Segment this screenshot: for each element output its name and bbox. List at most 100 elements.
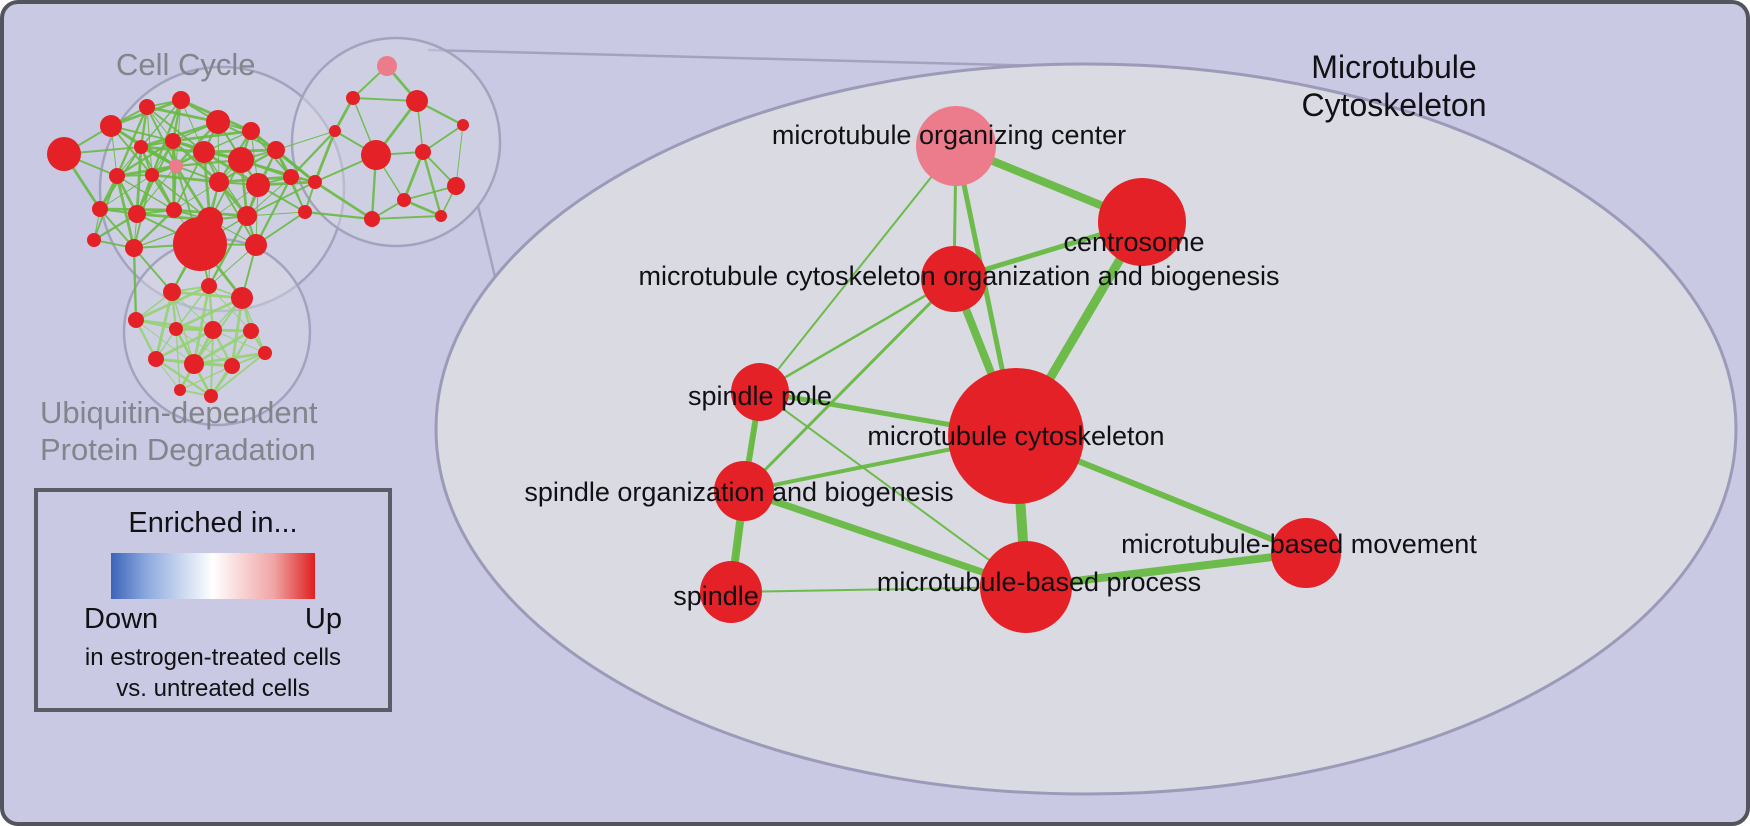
overview-edge <box>314 180 373 221</box>
overview-edge <box>193 329 252 366</box>
ubiquitin-label-line2: Protein Degradation <box>40 432 316 467</box>
detail-node-label-mcob: microtubule cytoskeleton organization an… <box>639 261 1280 291</box>
detail-node-label-mc: microtubule cytoskeleton <box>867 421 1164 451</box>
overview-node <box>204 321 222 339</box>
detail-edge-sob-mbp <box>742 487 1028 591</box>
overview-node <box>173 217 227 271</box>
detail-node-mcob <box>921 246 987 312</box>
overview-node <box>242 122 260 140</box>
overview-node <box>47 137 81 171</box>
legend-down-label: Down <box>84 603 159 635</box>
overview-node <box>231 287 253 309</box>
overview-edge <box>275 130 336 151</box>
overview-edge <box>132 247 138 321</box>
overview-node <box>243 323 259 339</box>
overview-edge <box>99 174 153 210</box>
overview-edge <box>155 328 214 361</box>
detail-title-line2: Cytoskeleton <box>1301 87 1487 123</box>
overview-edge <box>254 176 293 246</box>
detail-node-s <box>700 561 762 623</box>
detail-edge-oc-sp <box>759 145 957 393</box>
legend-gradient-bar <box>111 553 315 599</box>
overview-edge <box>207 215 249 287</box>
overview-node <box>184 354 204 374</box>
detail-node-mbp <box>980 541 1072 633</box>
overview-edge <box>246 181 316 217</box>
overview-node <box>406 90 428 112</box>
overview-node <box>258 346 272 360</box>
overview-node <box>415 144 431 160</box>
detail-node-cen <box>1098 178 1186 266</box>
overview-node <box>397 193 411 207</box>
detail-node-label-sp: spindle pole <box>688 381 832 411</box>
overview-node <box>329 125 341 137</box>
detail-node-sob <box>714 461 774 521</box>
overview-node <box>361 140 391 170</box>
overview-edge <box>146 105 219 124</box>
overview-node <box>206 110 230 134</box>
overview-edge <box>116 140 174 177</box>
overview-edge <box>133 209 175 249</box>
overview-node <box>163 283 181 301</box>
overview-node <box>201 278 217 294</box>
overview-node <box>109 168 125 184</box>
overview-edge <box>135 146 143 215</box>
overview-edge <box>175 99 182 167</box>
legend-title: Enriched in... <box>128 507 298 539</box>
overview-edge <box>171 291 214 331</box>
ubiquitin-label-line1: Ubiquitin-dependent <box>40 395 318 430</box>
detail-edge-sp-mbp <box>759 391 1027 588</box>
overview-node <box>204 389 218 403</box>
overview-edge <box>422 124 464 153</box>
overview-node <box>267 141 285 159</box>
overview-node <box>100 115 122 137</box>
overview-node <box>139 99 155 115</box>
overview-node <box>193 141 215 163</box>
legend-scale-row: Down Up <box>84 603 342 636</box>
overview-edge <box>175 296 243 331</box>
overview-edge <box>208 285 252 332</box>
overview-edge <box>146 106 177 167</box>
overview-edge <box>179 365 233 391</box>
detail-node-mc <box>948 368 1084 504</box>
overview-node <box>145 168 159 182</box>
overview-node <box>457 119 469 131</box>
legend-caption: in estrogen-treated cells vs. untreated … <box>38 642 388 704</box>
overview-edge <box>140 99 182 148</box>
detail-edge-mcob-sob <box>742 277 956 493</box>
overview-node <box>174 384 186 396</box>
overview-edge <box>172 129 252 143</box>
detail-title-line1: Microtubule <box>1311 49 1477 85</box>
detail-node-label-oc: microtubule organizing center <box>772 120 1126 150</box>
overview-node <box>364 211 380 227</box>
ubiquitin-cluster-label: Ubiquitin-dependent Protein Degradation <box>40 394 318 468</box>
overview-edge <box>210 352 266 397</box>
overview-edge <box>140 120 219 149</box>
overview-node <box>435 210 447 222</box>
overview-node <box>165 133 181 149</box>
overview-node <box>128 205 146 223</box>
overview-edge <box>313 130 337 183</box>
overview-node <box>87 233 101 247</box>
legend-caption-line2: vs. untreated cells <box>116 675 310 702</box>
cell-cycle-cluster-label: Cell Cycle <box>116 47 256 82</box>
overview-edge <box>135 284 210 322</box>
overview-node <box>246 173 270 197</box>
legend-caption-line1: in estrogen-treated cells <box>84 644 342 671</box>
detail-node-sp <box>731 363 789 421</box>
detail-zoom-ellipse <box>434 62 1738 796</box>
overview-edge <box>371 215 442 220</box>
overview-node <box>92 201 108 217</box>
overview-node <box>377 56 397 76</box>
overview-edge <box>175 285 210 330</box>
overview-node <box>209 172 229 192</box>
detail-edge-mcob-sp <box>759 277 955 394</box>
overview-node <box>224 358 240 374</box>
overview-node <box>298 205 312 219</box>
magnifier-callout-line <box>427 48 1045 68</box>
overview-edge <box>172 139 220 184</box>
overview-edge <box>402 151 425 201</box>
overview-node <box>148 351 164 367</box>
legend-up-label: Up <box>304 603 342 635</box>
